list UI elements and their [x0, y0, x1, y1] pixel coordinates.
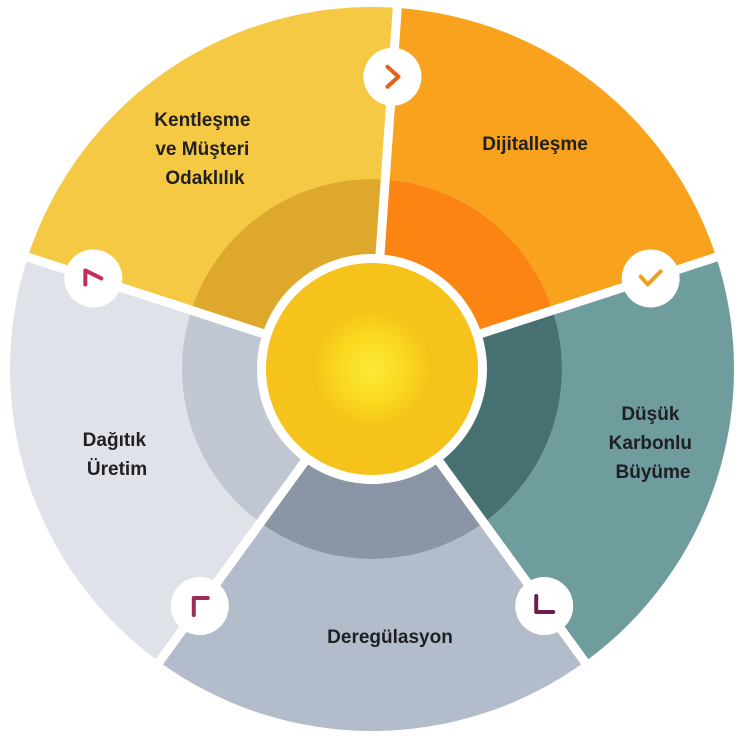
segment-deregulasyon [159, 522, 585, 731]
separator-line [153, 456, 310, 668]
inner-ring-kentlesme [191, 179, 386, 335]
label-dagitik-uretim: Dağıtık Üretim [83, 430, 152, 480]
label-dusuk-karbon: Düşük Karbonlu Büyüme [609, 404, 698, 483]
label-dijitallesme: Dijitalleşme [482, 134, 588, 155]
separator-line [22, 251, 267, 339]
segment-dagitik-uretim [10, 257, 261, 662]
connector-4 [170, 577, 229, 636]
inner-ring-dusuk-karbon [437, 310, 562, 523]
check-icon [638, 269, 663, 287]
label-kentlesme: Kentleşme ve Müşteri Odaklılık [154, 110, 255, 189]
label-deregulasyon: Deregülasyon [327, 627, 453, 648]
separator-line [477, 251, 722, 339]
inner-ring-dijitallesme [379, 179, 553, 335]
corner-icon [83, 268, 104, 287]
inner-ring-dagitik-uretim [182, 310, 307, 523]
chevron-right-icon [385, 64, 401, 89]
corner-icon [191, 596, 210, 618]
inner-ring-deregulasyon [260, 459, 484, 560]
segment-separators [22, 3, 722, 668]
segment-dusuk-karbon [483, 257, 735, 662]
separator-line [375, 3, 403, 258]
corner-icon [534, 594, 556, 615]
separator-line [434, 456, 591, 668]
connector-3 [515, 577, 574, 636]
connector-5 [64, 249, 123, 308]
center-hub-core [312, 309, 432, 429]
connector-1 [363, 47, 422, 106]
connector-2 [621, 249, 680, 308]
segment-kentlesme [27, 7, 398, 311]
segment-dijitallesme [385, 7, 717, 311]
